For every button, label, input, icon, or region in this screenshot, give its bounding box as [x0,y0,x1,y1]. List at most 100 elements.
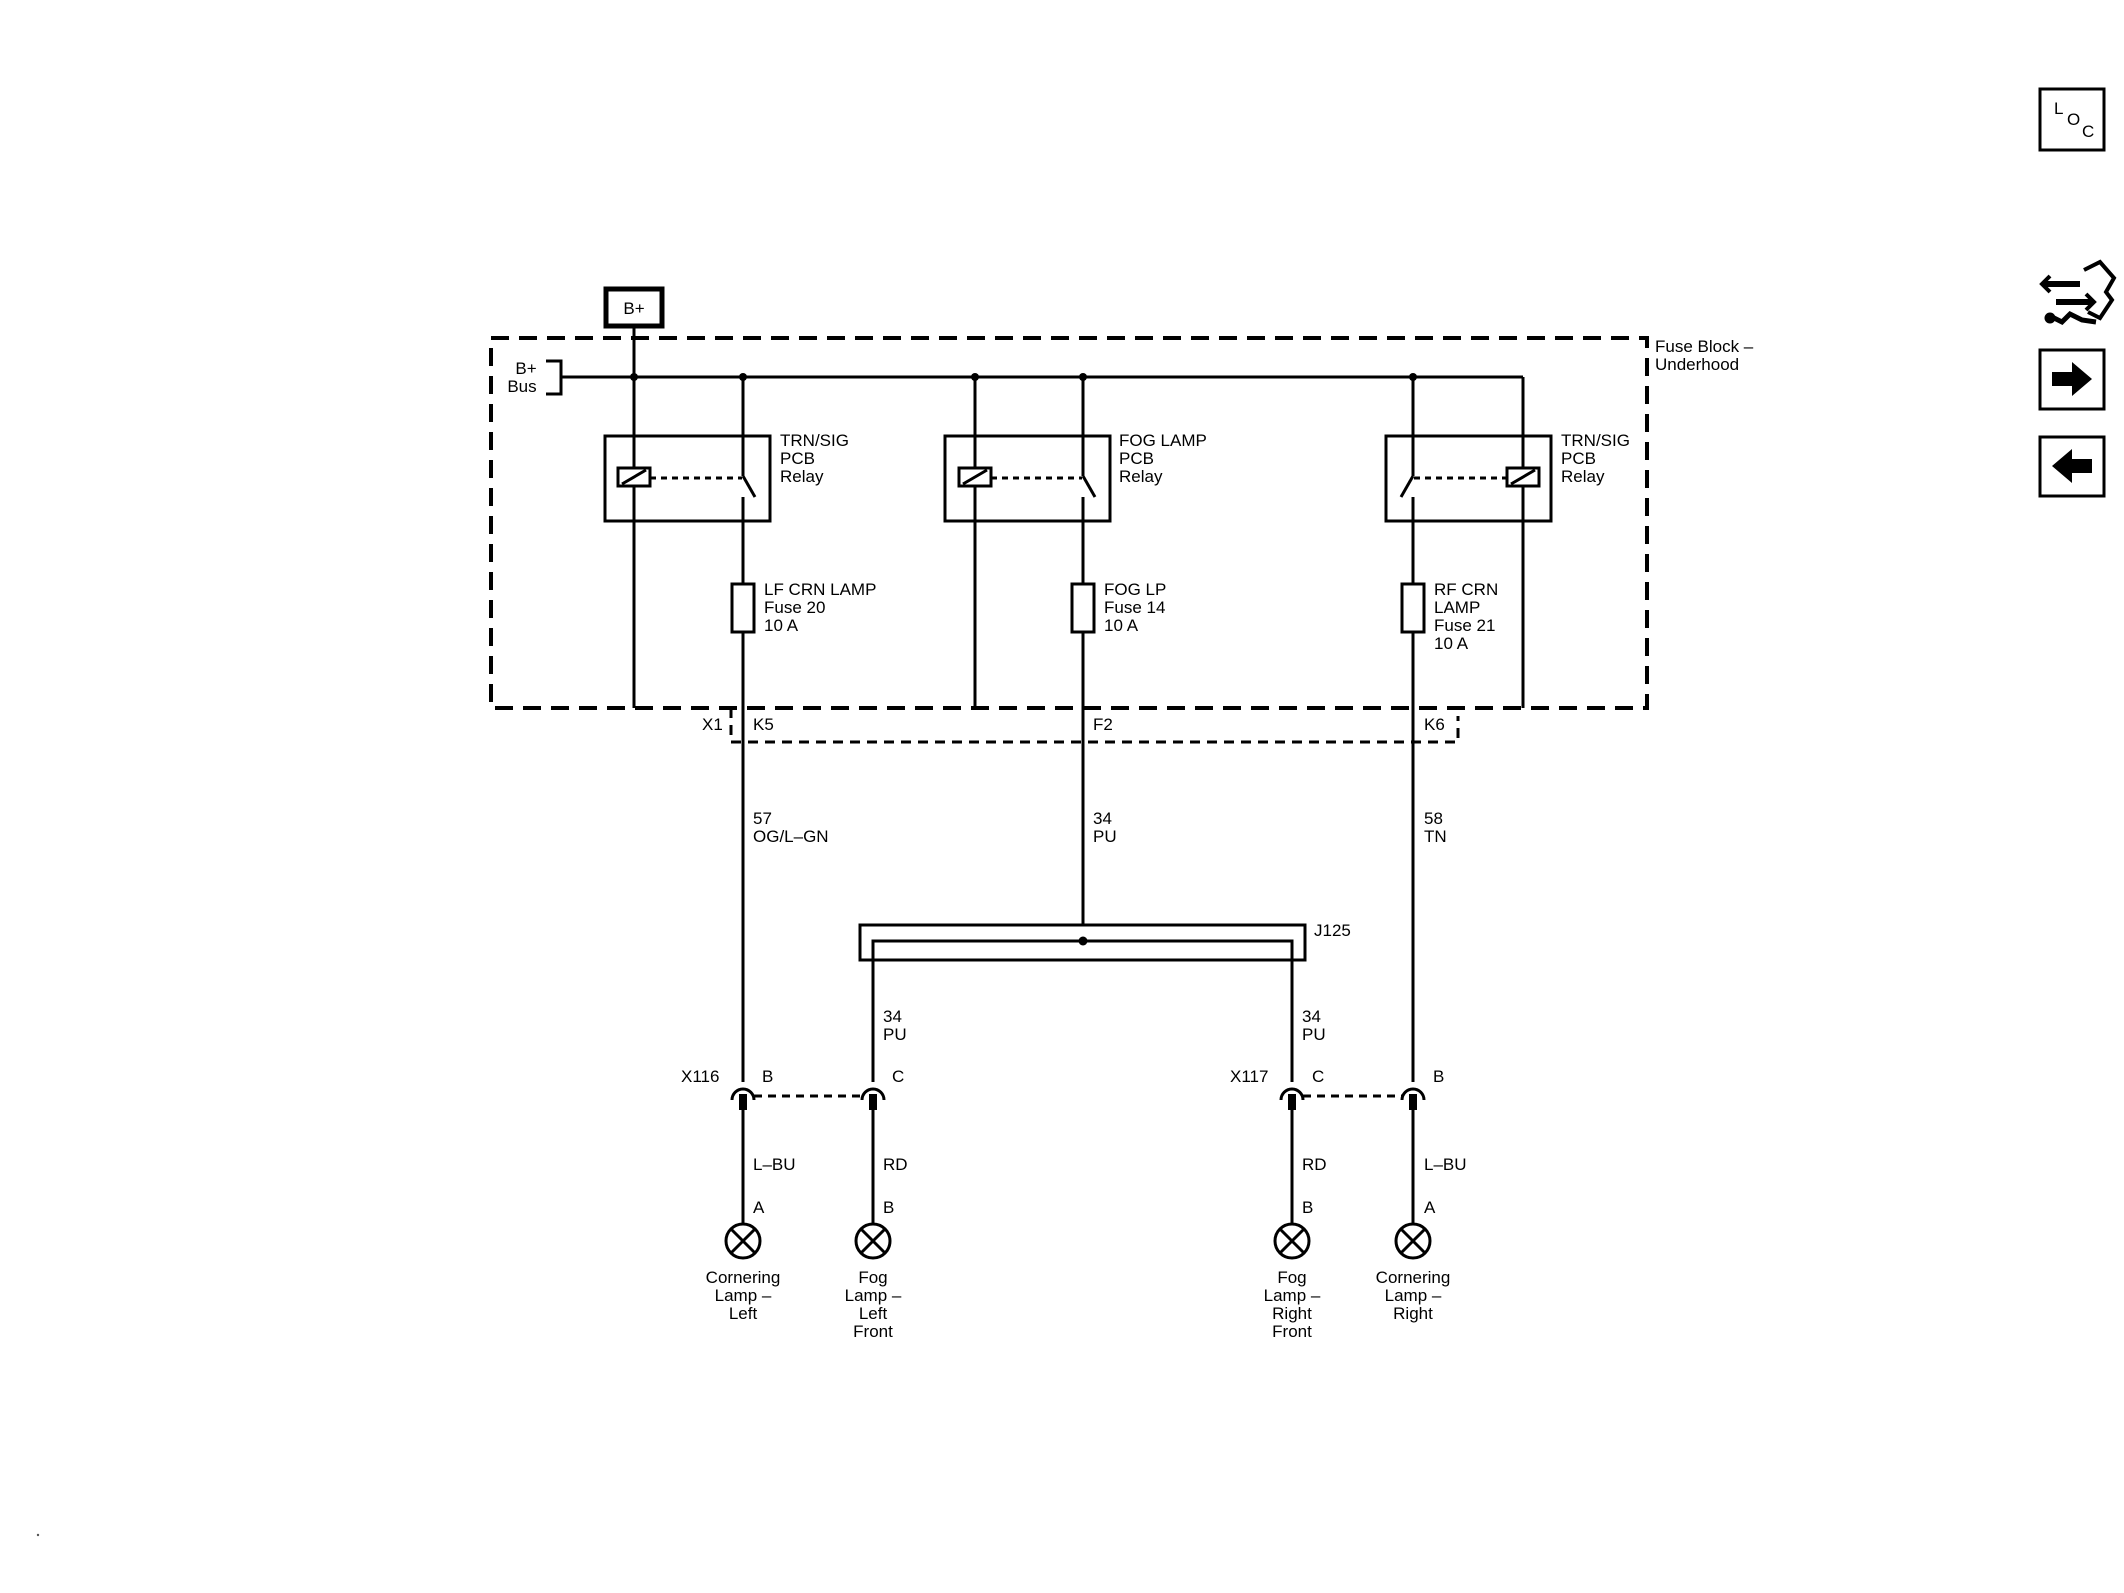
svg-text:RF CRN: RF CRN [1434,580,1498,599]
lamp-icons [724,1222,1432,1260]
svg-text:Lamp –: Lamp – [845,1286,902,1305]
wire-color-label: L–BU [1424,1155,1467,1174]
connector-x1-outline [729,708,1460,744]
svg-text:Fuse 14: Fuse 14 [1104,598,1165,617]
lamp-name-labels: Cornering Lamp – Left Fog Lamp – Left Fr… [706,1268,1451,1341]
connector-x1-label: X1 [702,715,723,734]
svg-text:PU: PU [1093,827,1117,846]
svg-text:Fuse 20: Fuse 20 [764,598,825,617]
svg-text:Front: Front [853,1322,893,1341]
loc-button[interactable]: L O C [2038,87,2106,152]
svg-text:Relay: Relay [1561,467,1605,486]
fuse-block-label-line1: Fuse Block – [1655,337,1754,356]
svg-text:10 A: 10 A [1104,616,1139,635]
svg-text:Lamp –: Lamp – [715,1286,772,1305]
svg-text:Relay: Relay [780,467,824,486]
svg-text:PCB: PCB [780,449,815,468]
svg-text:34: 34 [1302,1007,1321,1026]
relay-lf-trn-sig [603,434,772,523]
wire-color-label: RD [1302,1155,1327,1174]
lamp-pin-label: B [883,1198,894,1217]
fuse-block-label-line2: Underhood [1655,355,1739,374]
lamp-pin-label: A [1424,1198,1436,1217]
bus-label-line2: Bus [507,377,536,396]
arrow-right-icon [2052,362,2092,396]
wire-color-label: L–BU [753,1155,796,1174]
lamp-icon [724,1222,762,1260]
lamp-icon [1394,1222,1432,1260]
splice-pack-j125 [858,923,1307,962]
svg-text:10 A: 10 A [764,616,799,635]
pin-label: B [762,1067,773,1086]
fuses [730,582,1426,634]
svg-text:FOG LAMP: FOG LAMP [1119,431,1207,450]
svg-text:Fog: Fog [1277,1268,1306,1287]
lamp-pin-label: A [753,1198,765,1217]
location-icon: L O C [2054,99,2094,141]
pin-k6-label: K6 [1424,715,1445,734]
splice-label: J125 [1314,921,1351,940]
svg-text:FOG LP: FOG LP [1104,580,1166,599]
svg-text:Cornering: Cornering [706,1268,781,1287]
fuse-labels: LF CRN LAMP Fuse 20 10 A FOG LP Fuse 14 … [764,580,1498,653]
svg-text:Fog: Fog [858,1268,887,1287]
bus-bracket [546,359,563,396]
svg-text:PCB: PCB [1561,449,1596,468]
svg-text:Relay: Relay [1119,467,1163,486]
svg-text:10 A: 10 A [1434,634,1469,653]
bus-label-line1: B+ [515,359,536,378]
svg-text:PU: PU [1302,1025,1326,1044]
arrow-left-icon [2052,449,2092,483]
svg-text:O: O [2067,110,2080,129]
wire-labels: 57 OG/L–GN 34 PU 58 TN 34 PU 34 PU [753,809,1447,1044]
relay-fog-lamp [943,434,1112,523]
pin-label: C [1312,1067,1324,1086]
svg-text:57: 57 [753,809,772,828]
svg-text:58: 58 [1424,809,1443,828]
svg-text:Cornering: Cornering [1376,1268,1451,1287]
pin-f2-label: F2 [1093,715,1113,734]
previous-page-button[interactable] [2038,435,2106,498]
svg-text:Left: Left [859,1304,888,1323]
battery-positive-label: B+ [623,299,644,318]
lamp-icon [854,1222,892,1260]
connector-x116-label: X116 [681,1067,719,1086]
connector-icon [2039,259,2117,326]
svg-text:TRN/SIG: TRN/SIG [1561,431,1630,450]
svg-text:LF CRN LAMP: LF CRN LAMP [764,580,876,599]
svg-text:Fuse 21: Fuse 21 [1434,616,1495,635]
fuse-icon [730,582,756,634]
next-page-button[interactable] [2038,348,2106,411]
pin-label: B [1433,1067,1444,1086]
svg-text:Right: Right [1272,1304,1312,1323]
svg-text:Lamp –: Lamp – [1385,1286,1442,1305]
fuse-icon [1400,582,1426,634]
component-info-button[interactable] [2039,259,2117,326]
svg-text:L: L [2054,99,2063,118]
relay-switch-icon [1081,475,1097,498]
pin-label: C [892,1067,904,1086]
connector-x116 [730,1087,886,1110]
svg-text:Left: Left [729,1304,758,1323]
relay-switch-icon [741,475,757,498]
svg-text:Front: Front [1272,1322,1312,1341]
lamp-pin-label: B [1302,1198,1313,1217]
wire-color-label: RD [883,1155,908,1174]
svg-text:LAMP: LAMP [1434,598,1480,617]
svg-text:OG/L–GN: OG/L–GN [753,827,829,846]
svg-text:TN: TN [1424,827,1447,846]
bus-junctions [630,373,1417,381]
svg-text:PU: PU [883,1025,907,1044]
svg-text:Lamp –: Lamp – [1264,1286,1321,1305]
connector-x117-label: X117 [1230,1067,1268,1086]
relay-rf-trn-sig [1384,434,1553,523]
connector-x117 [1279,1087,1426,1110]
svg-text:34: 34 [883,1007,902,1026]
relay-switch-icon [1399,475,1415,498]
lamp-icon [1273,1222,1311,1260]
scan-speck [36,1533,40,1537]
svg-text:Right: Right [1393,1304,1433,1323]
pin-k5-label: K5 [753,715,774,734]
svg-text:TRN/SIG: TRN/SIG [780,431,849,450]
